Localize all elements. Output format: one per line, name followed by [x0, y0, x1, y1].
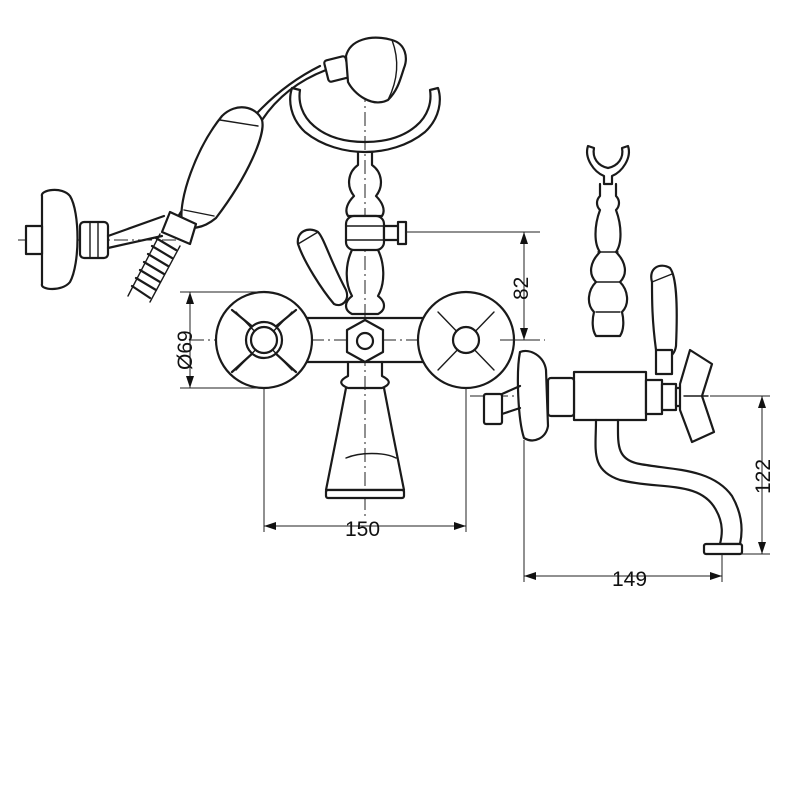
shower-cradle [289, 86, 441, 154]
spout-base [340, 360, 390, 390]
side-inlet-cap [482, 392, 504, 426]
side-spout [594, 418, 743, 546]
hose-outline [127, 233, 181, 303]
shower-handle-band-1 [219, 119, 259, 127]
lower-column [344, 248, 386, 316]
side-body-ring-right-2 [660, 382, 678, 412]
dia-arrow-bottom [186, 376, 194, 388]
w149-arrow-left [524, 572, 536, 580]
w149-arrow-right [710, 572, 722, 580]
wall-elbow-to-hose [106, 214, 166, 250]
dia-label: Ø69 [174, 330, 197, 370]
w150-arrow-left [264, 522, 276, 530]
h82-arrow-top [520, 232, 528, 244]
side-dimensions: 122 149 [523, 395, 775, 591]
side-outlet-cap [396, 220, 408, 246]
right-handle-cap [451, 325, 481, 355]
shower-neck [260, 68, 328, 122]
front-dimensions: Ø69 82 150 [174, 231, 540, 541]
side-spout-tip [702, 542, 744, 556]
front-view [18, 36, 545, 520]
side-lever-handle [650, 264, 678, 359]
side-body-nut-left [546, 376, 576, 418]
w149-label: 149 [612, 568, 647, 591]
dia-arrow-top [186, 292, 194, 304]
hose-coil [130, 236, 178, 300]
shower-handle-band-2 [183, 209, 215, 217]
w150-label: 150 [345, 518, 380, 541]
wall-elbow-nut [78, 220, 110, 260]
center-hex-inner [355, 331, 375, 351]
shower-head-face [387, 39, 398, 101]
side-cradle-fork [586, 144, 630, 186]
side-lever-band [651, 273, 673, 283]
spout-outlet [324, 488, 406, 500]
side-wall-flange [516, 349, 550, 442]
h122-arrow-bottom [758, 542, 766, 554]
center-hex-nut [345, 318, 385, 364]
lever-handle [296, 228, 349, 307]
side-lever-stem [654, 348, 674, 376]
h82-arrow-bottom [520, 328, 528, 340]
left-handle-cap [249, 325, 279, 355]
hose-fitting [160, 210, 198, 246]
h122-arrow-top [758, 396, 766, 408]
wall-elbow-stub [24, 224, 44, 256]
spout-bell-line [345, 452, 397, 459]
h82-label: 82 [510, 277, 533, 300]
h122-label: 122 [752, 459, 775, 494]
side-body-ring-right [644, 378, 664, 416]
side-inlet-pipe [500, 384, 522, 416]
side-body [572, 370, 648, 422]
wall-elbow-flange [40, 188, 79, 291]
shower-head [344, 36, 407, 104]
lever-handle-band [297, 231, 319, 245]
side-view [470, 144, 770, 556]
w150-arrow-right [454, 522, 466, 530]
side-column-upper [587, 182, 629, 338]
diverter-knob-body [344, 214, 386, 252]
